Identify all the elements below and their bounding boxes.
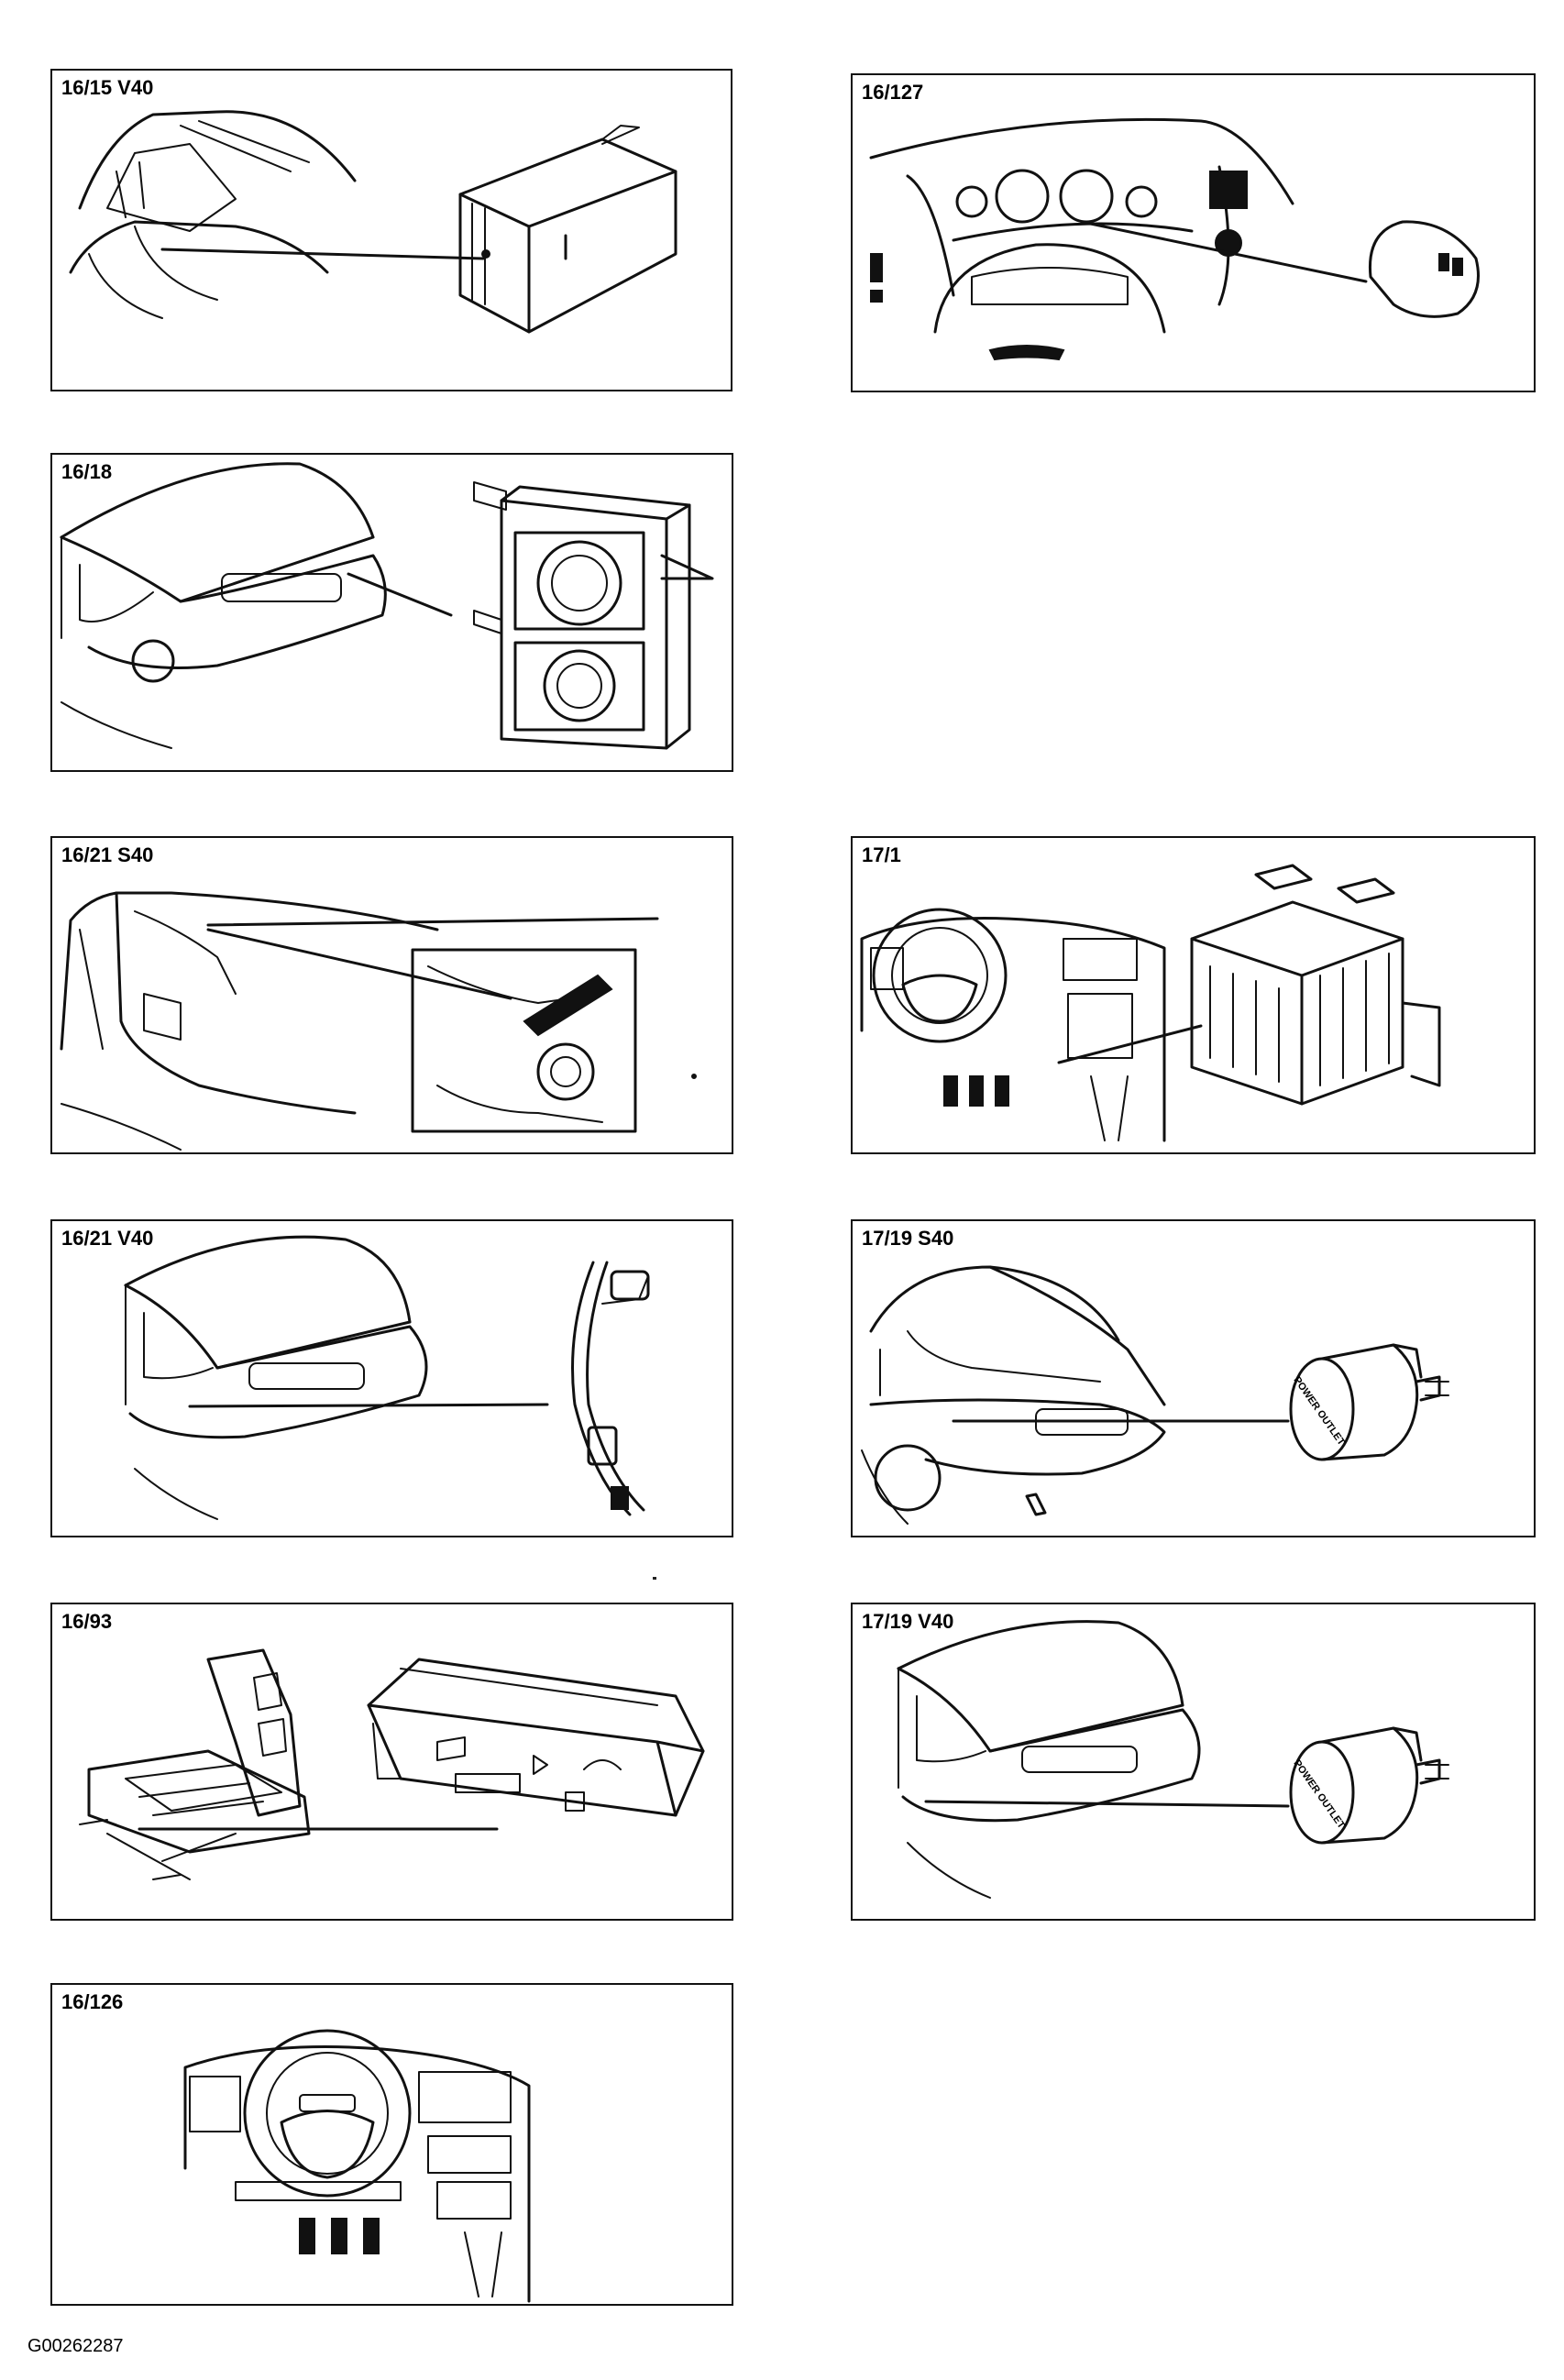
antenna-amplifier-illustration <box>124 1235 650 1520</box>
power-outlet-s40-face-text: POWER OUTLET <box>1291 1375 1347 1449</box>
panel-17-1: 17/1 <box>851 836 1536 1154</box>
panel-16-18: 16/18 <box>50 453 733 772</box>
panel-label: 17/1 <box>862 843 901 866</box>
panel-label: 17/19 S40 <box>862 1227 954 1250</box>
panel-label: 16/15 V40 <box>61 76 154 99</box>
panel-label: 17/19 V40 <box>862 1610 954 1633</box>
subwoofer-illustration <box>60 462 714 750</box>
panel-label: 16/127 <box>862 81 924 104</box>
power-outlet-v40-illustration: POWER OUTLET <box>897 1620 1449 1899</box>
panel-17-19-s40: 17/19 S40 POWER OUTLET <box>851 1219 1536 1537</box>
panel-16-21-s40: 16/21 S40 <box>50 836 733 1154</box>
panel-16-126: 16/126 <box>50 1983 733 2306</box>
diagnostic-connector-illustration <box>860 864 1441 1142</box>
panel-label: 16/93 <box>61 1610 113 1633</box>
panel-16-93: 16/93 <box>50 1603 733 1921</box>
trunk-speaker-illustration <box>60 891 697 1151</box>
scan-speck <box>653 1577 656 1580</box>
seat-module-illustration <box>79 1648 705 1880</box>
radio-dashboard-illustration <box>183 2029 531 2303</box>
trunk-module-illustration <box>69 110 677 334</box>
panel-label: 16/18 <box>61 460 113 483</box>
panel-16-127: 16/127 <box>851 73 1536 392</box>
panel-17-19-v40: 17/19 V40 POWER OUTLET <box>851 1603 1536 1921</box>
panel-label: 16/126 <box>61 1990 124 2013</box>
power-outlet-v40-face-text: POWER OUTLET <box>1291 1758 1347 1832</box>
document-code: G00262287 <box>28 2336 124 2356</box>
panel-label: 16/21 S40 <box>61 843 154 866</box>
panel-label: 16/21 V40 <box>61 1227 154 1250</box>
panel-16-21-v40: 16/21 V40 <box>50 1219 733 1537</box>
power-outlet-s40-illustration: POWER OUTLET <box>861 1265 1449 1525</box>
instrument-cluster-illustration <box>869 117 1480 361</box>
panel-16-15-v40: 16/15 V40 <box>50 69 732 391</box>
